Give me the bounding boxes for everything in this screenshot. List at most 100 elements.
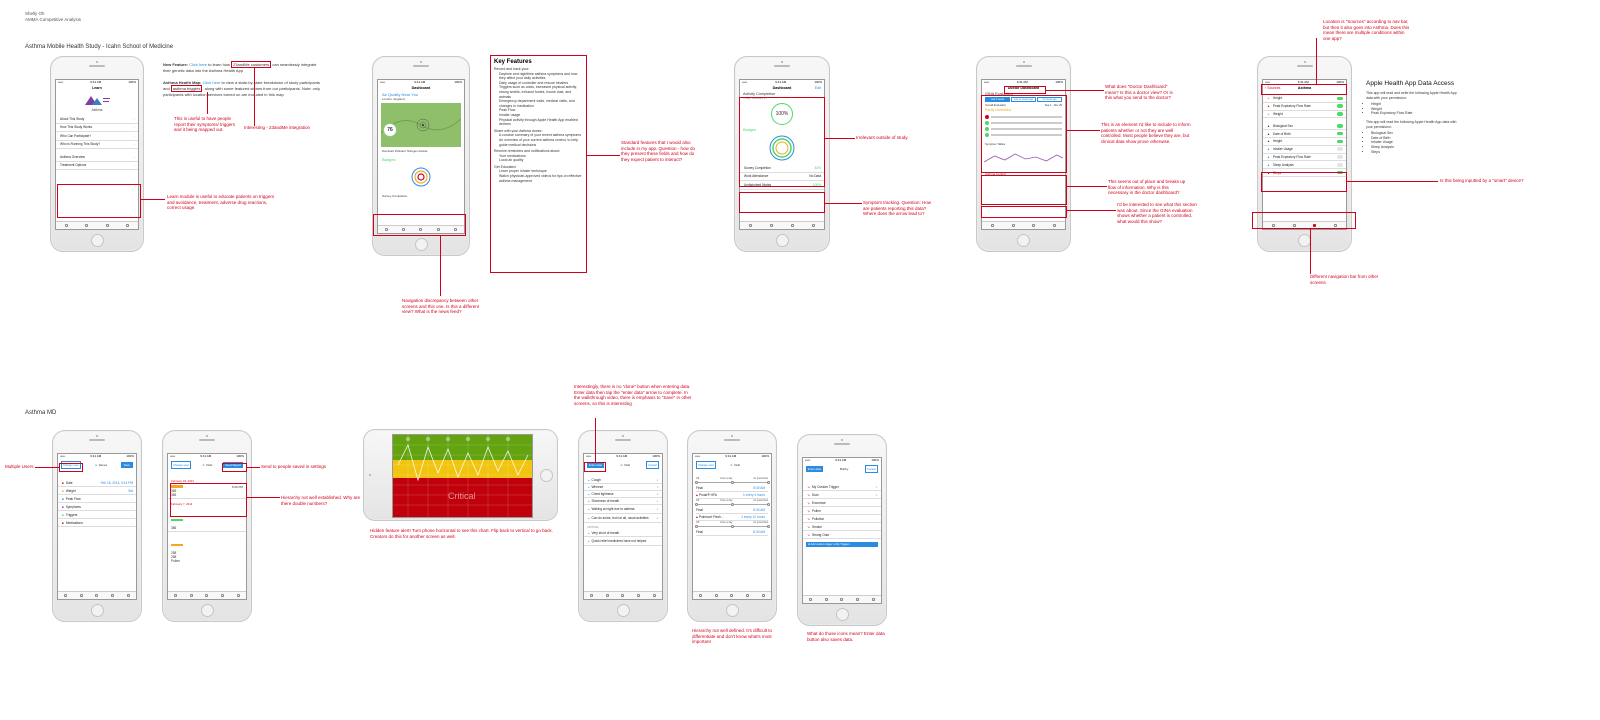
entry-3[interactable]: 258 258 Pollen bbox=[168, 532, 246, 564]
frequency-slider[interactable] bbox=[694, 480, 770, 485]
tab-bar[interactable] bbox=[378, 225, 464, 233]
tab-bar[interactable] bbox=[1263, 221, 1346, 229]
tab-bar[interactable] bbox=[693, 591, 771, 599]
home-button[interactable] bbox=[616, 604, 630, 617]
home-button[interactable] bbox=[835, 608, 849, 621]
trigger-row[interactable]: ↘Strong Odor bbox=[803, 531, 881, 539]
edit-button[interactable]: Edit bbox=[814, 86, 821, 90]
toggle-switch[interactable] bbox=[1337, 124, 1343, 128]
pollutant-label: Dominant Pollutant: Nitrogen dioxide bbox=[382, 149, 428, 153]
enter-data-button[interactable]: Enter data bbox=[806, 466, 823, 472]
health-permission-row[interactable]: ▲Sleep Analysis bbox=[1263, 161, 1346, 170]
save-button[interactable]: Save bbox=[120, 462, 133, 468]
trigger-row[interactable]: ↘Pollution bbox=[803, 515, 881, 523]
time-tab[interactable]: Last 4 weeks bbox=[985, 97, 1010, 102]
home-button[interactable] bbox=[725, 604, 739, 617]
toggle-switch[interactable] bbox=[1337, 147, 1343, 151]
home-button[interactable] bbox=[414, 238, 428, 251]
change-user-button[interactable]: Change user bbox=[171, 461, 192, 469]
home-button[interactable] bbox=[200, 604, 214, 617]
home-button[interactable] bbox=[90, 604, 104, 617]
health-permission-row[interactable]: ▲Height bbox=[1263, 138, 1346, 146]
change-user-button[interactable]: Change user bbox=[61, 461, 82, 469]
cancel-button[interactable]: Cancel bbox=[646, 461, 659, 469]
toggle-switch[interactable] bbox=[1337, 155, 1343, 159]
trigger-row[interactable]: ↘Excercise bbox=[803, 499, 881, 507]
back-button[interactable]: ‹ Sources bbox=[1265, 86, 1281, 90]
entry-2[interactable]: 386 bbox=[168, 507, 246, 532]
note-navigation: Navigation discrepancy between other scr… bbox=[402, 298, 479, 314]
click-here-link[interactable]: Click here bbox=[189, 62, 208, 67]
entry-field[interactable]: ■Medications› bbox=[58, 519, 136, 527]
learn-item[interactable]: About This Study› bbox=[56, 115, 138, 124]
critical-symptom-row[interactable]: ●Very short of breath bbox=[584, 530, 662, 537]
learn-item[interactable]: Treatment Options› bbox=[56, 162, 138, 170]
critical-symptom-row[interactable]: ●Quick relief medicines have not helped bbox=[584, 537, 662, 546]
symptom-row[interactable]: ●Cough✓ bbox=[584, 477, 662, 484]
toggle-switch[interactable] bbox=[1337, 96, 1343, 101]
learn-item[interactable]: Who Can Participate?› bbox=[56, 132, 138, 141]
tab-bar[interactable] bbox=[58, 591, 136, 599]
entry-1[interactable]: 5:20 PM 365 365 bbox=[168, 484, 246, 499]
tab-bar[interactable] bbox=[584, 591, 662, 599]
tab-bar[interactable] bbox=[803, 595, 881, 603]
home-button[interactable] bbox=[775, 234, 789, 247]
change-user-button[interactable]: Change user bbox=[696, 461, 717, 469]
send-report-button[interactable]: Send Report bbox=[223, 462, 243, 468]
time-tab[interactable]: 12 weeks ago bbox=[1037, 97, 1062, 102]
entry-field[interactable]: ■Triggers› bbox=[58, 511, 136, 519]
trigger-row[interactable]: ↘Pollen bbox=[803, 507, 881, 515]
click-here-map-link[interactable]: Click here bbox=[202, 80, 221, 85]
frequency-slider[interactable] bbox=[694, 502, 770, 507]
person-icon: ● bbox=[588, 532, 590, 535]
health-permission-row[interactable]: ▲Date of Birth bbox=[1263, 130, 1346, 138]
health-permission-row[interactable]: ▲Height bbox=[1263, 95, 1346, 103]
symptom-row[interactable]: ●Waking at night due to asthma✓ bbox=[584, 505, 662, 514]
health-permission-row[interactable]: ▲Peak Expiratory Flow Rate bbox=[1263, 154, 1346, 162]
trigger-row[interactable]: ↘Smoke bbox=[803, 523, 881, 531]
home-button[interactable] bbox=[90, 234, 104, 247]
toggle-switch[interactable] bbox=[1337, 139, 1343, 144]
symptom-row[interactable]: ●Wheeze✓ bbox=[584, 484, 662, 491]
entry-field[interactable]: ■Peak Flow› bbox=[58, 495, 136, 503]
home-button[interactable] bbox=[1017, 234, 1030, 247]
cancel-button[interactable]: Cancel bbox=[865, 465, 878, 473]
symptom-row[interactable]: ●Shortness of breath✓ bbox=[584, 498, 662, 505]
add-trigger-button[interactable]: ✚ Add custom trigger to My Triggers bbox=[806, 542, 878, 547]
tab-bar[interactable] bbox=[982, 221, 1065, 229]
air-quality-map[interactable]: 76 bbox=[380, 103, 462, 147]
enter-data-button[interactable]: Enter data bbox=[587, 462, 604, 468]
learn-item[interactable]: Who is Running This Study?› bbox=[56, 141, 138, 149]
toggle-switch[interactable] bbox=[1337, 112, 1343, 116]
toggle-switch[interactable] bbox=[1337, 163, 1343, 167]
symptom-row[interactable]: ●Chest tightness✓ bbox=[584, 491, 662, 498]
symptom-row[interactable]: ●Can do some, but not all, usual activit… bbox=[584, 514, 662, 523]
home-button[interactable] bbox=[540, 468, 553, 482]
tab-bar[interactable] bbox=[56, 221, 138, 229]
health-permission-row[interactable]: ▲Weight bbox=[1263, 111, 1346, 119]
zone-chart[interactable]: Critical bbox=[392, 434, 533, 518]
health-permission-row[interactable]: ▲Peak Expiratory Flow Rate bbox=[1263, 103, 1346, 111]
tab-bar[interactable] bbox=[740, 221, 824, 229]
toggle-switch[interactable] bbox=[1337, 131, 1343, 136]
time-tab[interactable]: Last 12 weeks ago bbox=[1011, 97, 1036, 102]
learn-item[interactable]: Asthma Overview› bbox=[56, 153, 138, 162]
toggle-switch[interactable] bbox=[1337, 104, 1343, 108]
medication-row[interactable]: ◆Pulmicort Flexh...1 every 12 hours bbox=[696, 514, 768, 521]
trigger-row[interactable]: ↘My Custom Trigger✓ bbox=[803, 483, 881, 491]
frequency-slider[interactable] bbox=[694, 524, 770, 529]
health-permission-row[interactable]: ▲Biological Sex bbox=[1263, 122, 1346, 131]
entry-field[interactable]: ■Symptoms› bbox=[58, 503, 136, 511]
trigger-row[interactable]: ↘Dust✓ bbox=[803, 491, 881, 499]
health-data-item: Sleep Analysis bbox=[1371, 145, 1464, 150]
tab-bar[interactable] bbox=[168, 591, 246, 599]
learn-item[interactable]: How This Study Works› bbox=[56, 124, 138, 132]
health-permission-row[interactable]: ▲Inhaler Usage bbox=[1263, 146, 1346, 154]
